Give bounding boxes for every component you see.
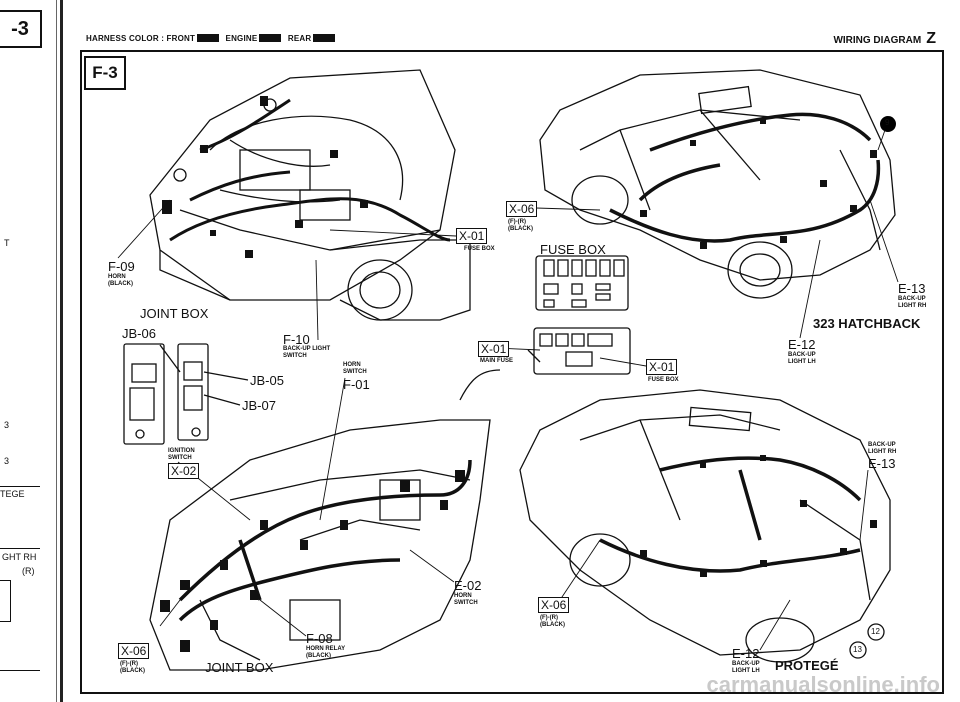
rear-swatch (313, 34, 336, 42)
dashboard-outline (149, 419, 491, 671)
joint-box-label: JOINT BOX (140, 306, 209, 321)
x06-top-color: (BLACK) (508, 226, 533, 232)
connector-x06-mid: X-06 (538, 597, 570, 613)
e13-desc: BACK-UP (898, 296, 926, 302)
main-fuse-label: MAIN FUSE (480, 358, 513, 364)
engine-swatch (259, 34, 282, 42)
callout-9: 9 (885, 118, 890, 127)
e12-desc: BACK-UP (788, 352, 816, 358)
connector-e02-code: E-02 (454, 578, 482, 593)
connector-f10-desc2: SWITCH (283, 353, 307, 359)
e13b-desc: BACK-UP (868, 442, 896, 448)
adjacent-fragment: (R) (22, 566, 35, 576)
e02-desc2: SWITCH (454, 600, 478, 606)
callout-13: 13 (853, 645, 862, 654)
engine-car-outline (149, 69, 456, 301)
horn-switch-desc2: SWITCH (343, 369, 367, 375)
e13b-desc2: LIGHT RH (868, 449, 897, 455)
horn-switch-desc: HORN (343, 362, 361, 368)
x06-mid-color: (BLACK) (540, 622, 565, 628)
adjacent-fragment: 3 (4, 420, 10, 430)
ignition-switch-desc: IGNITION (168, 448, 195, 454)
x06-mid-desc: (F)-(R) (540, 615, 558, 621)
connector-f10-code: F-10 (283, 332, 310, 347)
joint-box-jb06-label: JB-06 (122, 326, 156, 341)
e13-desc2: LIGHT RH (898, 303, 927, 309)
connector-x02: X-02 (168, 463, 200, 479)
callout-12: 12 (871, 627, 880, 636)
e12b-desc: BACK-UP (732, 661, 760, 667)
e02-desc: HORN (454, 593, 472, 599)
fuse-box-small-label: FUSE BOX (464, 246, 495, 252)
adjacent-fragment: TEGE (0, 489, 25, 499)
connector-e13-code: E-13 (898, 281, 926, 296)
diagram-frame (80, 50, 944, 694)
joint-box-bottom-label: JOINT BOX (205, 660, 274, 675)
connector-f09-code: F-09 (108, 259, 135, 274)
connector-e13b-code: E-13 (868, 456, 896, 471)
adjacent-fragment: 3 (4, 456, 10, 466)
connector-e12-code: E-12 (788, 337, 816, 352)
f08-desc: HORN RELAY (306, 646, 346, 652)
connector-f09-desc: HORN (108, 274, 126, 280)
harness-color-legend: HARNESS COLOR : FRONT ENGINE REAR (86, 34, 339, 43)
page-tag: F-3 (84, 56, 126, 90)
joint-box-jb05-label: JB-05 (250, 373, 284, 388)
sedan-outline (519, 389, 891, 656)
e12b-desc2: LIGHT LH (732, 668, 760, 674)
connector-x06-bottom: X-06 (118, 643, 150, 659)
connector-x01-engine: X-01 (456, 228, 488, 244)
x06-bottom-color: (BLACK) (120, 668, 145, 674)
connector-e12b-code: E-12 (732, 646, 760, 661)
connector-f08-code: F-08 (306, 631, 333, 646)
fuse-box-title: FUSE BOX (540, 242, 606, 257)
joint-box-jb06 (123, 343, 165, 445)
connector-x01-fusebox: X-01 (646, 359, 678, 375)
e12-desc2: LIGHT LH (788, 359, 816, 365)
x06-bottom-desc: (F)-(R) (120, 661, 138, 667)
fuse-box-small-label-b: FUSE BOX (648, 377, 679, 383)
sedan-title: PROTEGÉ (775, 658, 839, 673)
connector-f01-code: F-01 (343, 377, 370, 392)
adjacent-page-strip: -3 T 3 3 TEGE GHT RH (R) (0, 0, 60, 702)
connector-f10-desc: BACK-UP LIGHT (283, 346, 331, 352)
connector-x06-top: X-06 (506, 201, 538, 217)
watermark: carmanualsonline.info (706, 672, 941, 697)
adjacent-page-tab: -3 (0, 10, 42, 48)
hatchback-outline (539, 69, 896, 281)
connector-f09-color: (BLACK) (108, 281, 133, 287)
front-swatch (197, 34, 220, 42)
x06-top-desc: (F)-(R) (508, 219, 526, 225)
adjacent-fragment: GHT RH (2, 552, 37, 562)
f08-color: (BLACK) (306, 653, 331, 659)
joint-box-jb07-label: JB-07 (242, 398, 276, 413)
hatchback-title: 323 HATCHBACK (813, 316, 921, 331)
connector-x01-main: X-01 (478, 341, 510, 357)
adjacent-fragment: T (4, 238, 10, 248)
ignition-switch-desc2: SWITCH (168, 455, 192, 461)
